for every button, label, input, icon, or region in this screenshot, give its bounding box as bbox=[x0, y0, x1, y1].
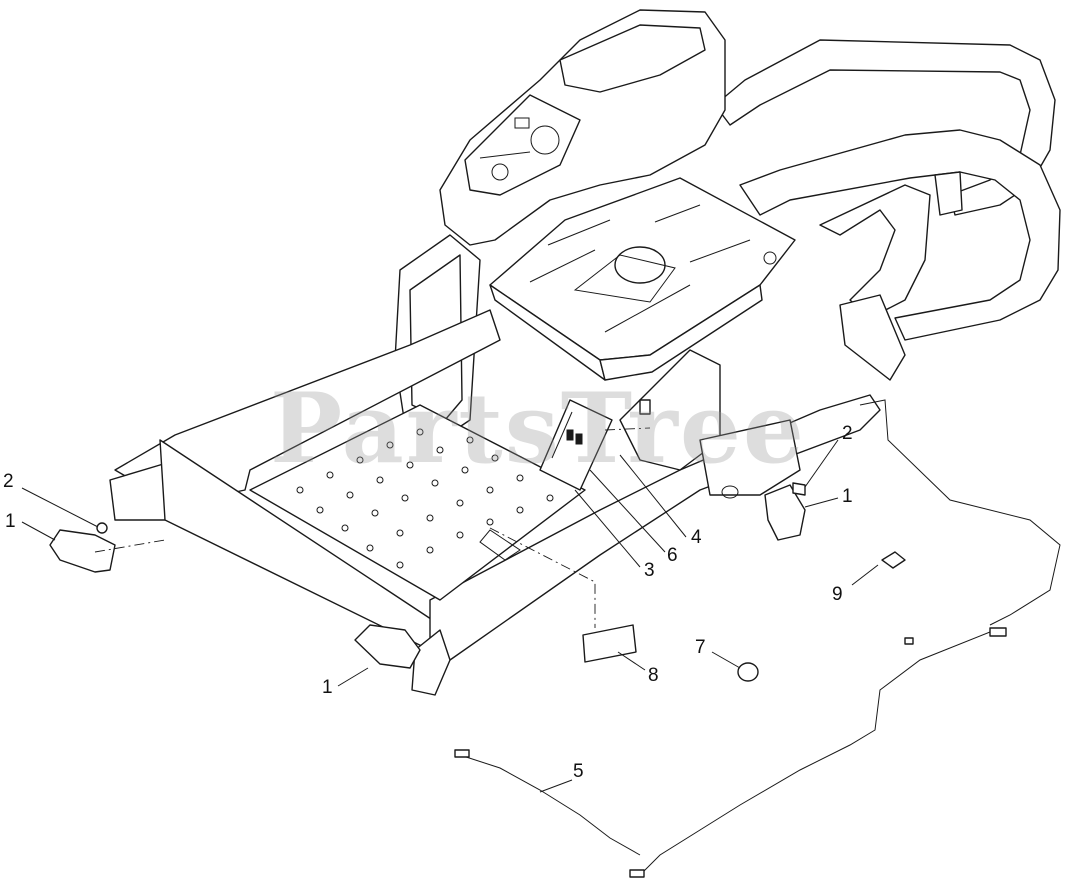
callout-2-left: 2 bbox=[3, 471, 14, 492]
floor-pan bbox=[249, 404, 586, 601]
left-switch-front bbox=[49, 522, 421, 669]
callout-6: 6 bbox=[667, 545, 678, 566]
callout-1-front: 1 bbox=[322, 677, 333, 698]
seat-plate bbox=[489, 177, 796, 381]
callout-2-right: 2 bbox=[842, 423, 853, 444]
callout-3: 3 bbox=[644, 560, 655, 581]
callout-9: 9 bbox=[832, 584, 843, 605]
wire-harness bbox=[454, 399, 1061, 878]
control-module bbox=[539, 349, 801, 499]
callout-7: 7 bbox=[695, 637, 706, 658]
callout-8: 8 bbox=[648, 665, 659, 686]
rear-frame bbox=[714, 39, 1061, 381]
callout-1-right: 1 bbox=[842, 486, 853, 507]
callout-5: 5 bbox=[573, 761, 584, 782]
seat bbox=[439, 9, 726, 246]
right-switch bbox=[764, 482, 806, 541]
leader-lines bbox=[21, 439, 879, 793]
cable-tie-part bbox=[737, 662, 759, 682]
callout-4: 4 bbox=[691, 527, 702, 548]
decal-part bbox=[582, 624, 637, 663]
assembly-lines bbox=[94, 427, 651, 628]
fuse-part bbox=[881, 551, 906, 569]
callout-1-left: 1 bbox=[5, 511, 16, 532]
